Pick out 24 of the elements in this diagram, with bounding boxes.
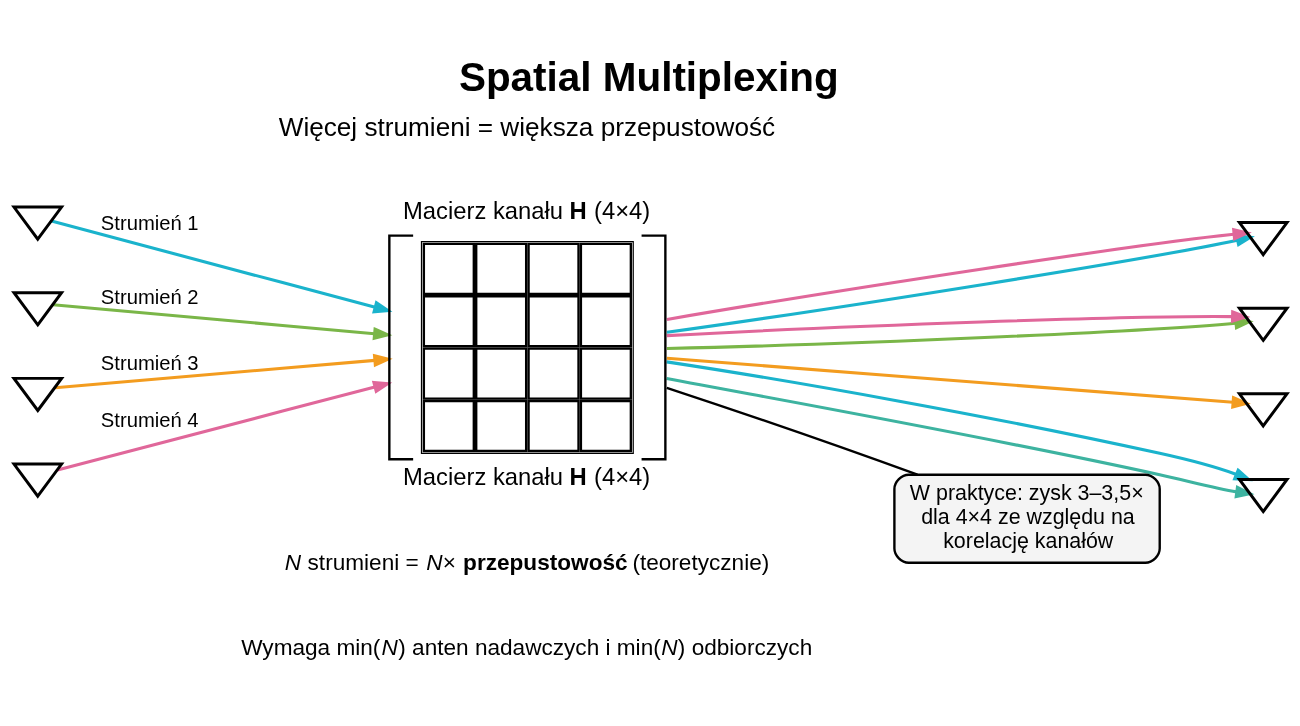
node-antenna (10, 376, 64, 413)
diagram-title: Spatial Multiplexing (458, 53, 839, 100)
arrow (56, 380, 392, 471)
arrow (50, 219, 392, 313)
node-label: Macierz kanału H (4×4) (402, 462, 650, 490)
label: Więcej strumieni = większa przepustowość (278, 111, 775, 142)
arrow (52, 302, 392, 340)
edge-label: Strumień 4 (100, 408, 199, 431)
edge-label: Strumień 3 (100, 351, 199, 374)
label: N strumieni = N× przepustowość (teoretycznie) (284, 549, 769, 575)
node-box: W praktyce: zysk 3–3,5× dla 4×4 ze względu na korelację kanałów (892, 473, 1161, 564)
arrow (666, 356, 1251, 409)
edge-label: Strumień 1 (100, 211, 199, 234)
node-antenna (10, 462, 64, 499)
node-antenna (1236, 306, 1290, 343)
node-antenna (1236, 477, 1290, 514)
node-antenna (10, 290, 64, 327)
label: Wymaga min(N) anten nadawczych i min(N) odbiorczych (240, 634, 812, 660)
edge-label: Strumień 2 (100, 285, 199, 308)
node-antenna (10, 205, 64, 242)
arrow (666, 227, 1252, 321)
node-label: Macierz kanału H (4×4) (402, 196, 650, 224)
arrow (666, 309, 1250, 337)
node-antenna (1236, 391, 1290, 428)
